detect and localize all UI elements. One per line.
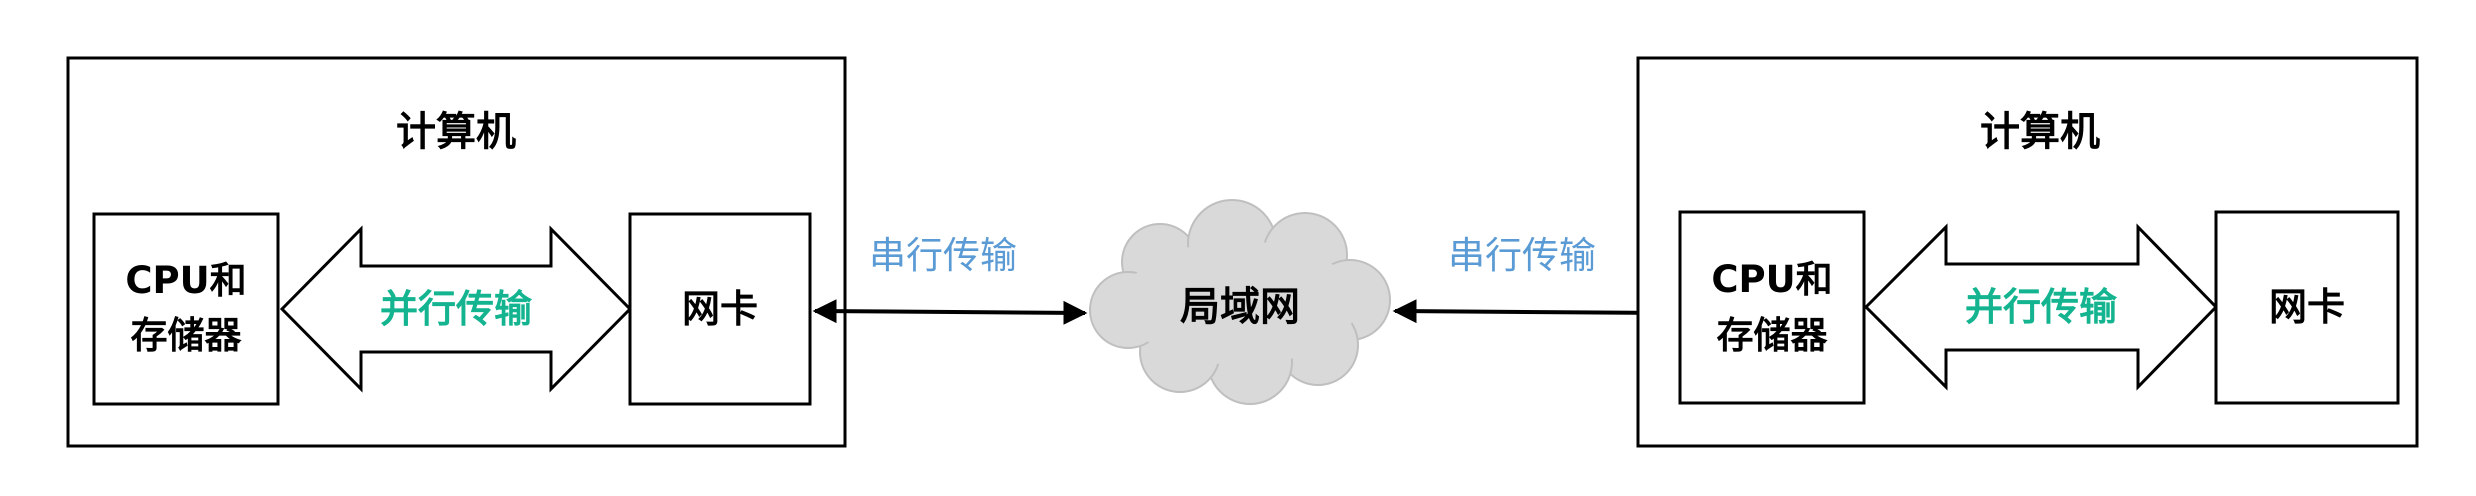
- lan-cloud: 局域网: [1089, 199, 1391, 405]
- right-nic-box: [2214, 210, 2400, 405]
- left-parallel-bus-label: 并行传输: [380, 287, 533, 331]
- lan-label: 局域网: [1180, 284, 1300, 330]
- right-nic-label: 网卡: [2269, 285, 2345, 329]
- right-serial-link-arrow: [1392, 299, 1671, 325]
- left-cpu-label-line2: 存储器: [131, 314, 243, 357]
- left-serial-link-arrow: [812, 299, 1088, 325]
- right-parallel-bus-label: 并行传输: [1965, 285, 2118, 329]
- right-cpu-label-line2: 存储器: [1717, 314, 1829, 357]
- right-cpu-memory-box: [1678, 210, 1866, 405]
- left-computer-title: 计算机: [396, 109, 516, 155]
- right-computer: 计算机 CPU和 存储器 并行传输 网卡: [1636, 56, 2419, 448]
- left-nic-box: [628, 212, 812, 406]
- left-serial-link-label: 串行传输: [869, 234, 1017, 277]
- left-computer: 计算机 CPU和 存储器 并行传输 网卡: [66, 56, 847, 448]
- right-cpu-label-line1: CPU和: [1711, 258, 1832, 301]
- right-serial-link-label: 串行传输: [1448, 234, 1596, 277]
- left-nic-label: 网卡: [682, 287, 758, 331]
- left-cpu-memory-box: [92, 212, 280, 406]
- right-computer-title: 计算机: [1980, 109, 2100, 155]
- left-cpu-label-line1: CPU和: [125, 259, 246, 302]
